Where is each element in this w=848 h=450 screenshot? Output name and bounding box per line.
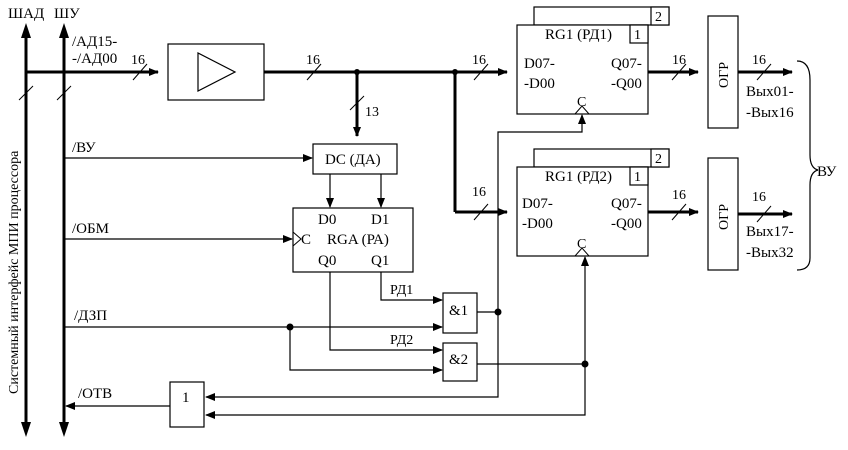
rd2-title: RG1 (РД2)	[545, 169, 612, 185]
rd1-input-1: D07-	[524, 56, 555, 72]
shu-bus-bottom-arrow	[59, 422, 69, 437]
ad-in-slash	[132, 63, 148, 81]
shu-bus-top-arrow	[59, 23, 69, 38]
system-buses	[18, 23, 72, 437]
or-gate	[169, 381, 205, 428]
rg2-in-width: 16	[472, 185, 486, 200]
signal-vu-label: /ВУ	[72, 140, 96, 156]
rd2-input-2: -D00	[522, 216, 553, 232]
rd1-badge-front: 1	[634, 28, 641, 43]
output-bottom-2: -Вых32	[746, 245, 794, 261]
output-top-2: -Вых16	[746, 105, 794, 121]
output-top-1: Вых01-	[746, 84, 794, 100]
ogr-top-label: ОГР	[717, 62, 732, 88]
wire-label-rd2: РД2	[390, 333, 413, 348]
shad-bus-label: ШАД	[8, 6, 44, 22]
shad-bus-bottom-arrow	[21, 422, 31, 437]
decoder-dc	[312, 143, 398, 175]
register-rd1	[516, 6, 670, 115]
shad-bus-top-arrow	[21, 23, 31, 38]
ogr2-out-width: 16	[752, 190, 766, 205]
rd1-output-1: Q07-	[611, 56, 642, 72]
bus-buffer-amplifier	[167, 43, 265, 101]
register-output-buses	[648, 63, 699, 221]
wire-label-rd1: РД1	[390, 283, 413, 298]
rd2-clock-label: C	[577, 237, 586, 252]
rd2-badge-front: 1	[634, 170, 641, 185]
rd1-clock-triangle-icon	[574, 105, 590, 115]
rga-d1: D1	[371, 212, 389, 228]
rd1-badge-back: 2	[655, 10, 662, 25]
ad-signal-label-1: /АД15-	[72, 34, 117, 50]
decoder-label: DC (ДА)	[325, 152, 381, 168]
dc-in-width: 13	[365, 105, 379, 120]
vu-group-brace	[796, 60, 819, 271]
rd1-out-width: 16	[672, 53, 686, 68]
dc-in-slash	[349, 95, 365, 111]
shu-bus-label: ШУ	[54, 6, 80, 22]
rd2-output-1: Q07-	[611, 196, 642, 212]
rd1-input-2: -D00	[524, 76, 555, 92]
rd1-output-2: -Q00	[611, 76, 642, 92]
register-rga	[292, 207, 414, 273]
rd2-out-width: 16	[672, 188, 686, 203]
ad-signal-label-2: -/АД00	[72, 51, 117, 67]
rga-d0: D0	[318, 212, 336, 228]
device-output-buses	[738, 60, 819, 271]
rg1-in-width: 16	[472, 53, 486, 68]
rga-name: RGA (РА)	[327, 232, 389, 248]
rd1-title: RG1 (РД1)	[545, 27, 612, 43]
signal-dzp-label: /ДЗП	[74, 308, 107, 324]
rd1-clock-label: C	[577, 95, 586, 110]
rga-q0: Q0	[318, 253, 336, 269]
amplifier-triangle-icon	[197, 52, 237, 92]
rg1-in-slash	[473, 63, 489, 81]
and-gate-2	[442, 342, 478, 382]
system-interface-caption: Системный интерфейс МПИ процессора	[7, 150, 22, 394]
or-gate-label: 1	[182, 390, 190, 406]
ogr-bottom-label: ОГР	[717, 204, 732, 230]
signal-obm-label: /ОБМ	[72, 221, 109, 237]
main-data-bus	[26, 63, 508, 221]
rd2-badge-back: 2	[655, 152, 662, 167]
shu-bus-slash	[56, 85, 72, 101]
rg2-in-slash	[473, 203, 489, 221]
rga-clock-label: C	[301, 232, 311, 248]
ogr-block-top	[707, 15, 739, 129]
signal-otv-label: /ОТВ	[78, 386, 112, 402]
output-bottom-1: Вых17-	[746, 224, 794, 240]
control-lines	[64, 114, 589, 419]
and-gate-1-label: &1	[449, 303, 468, 319]
ogr1-out-width: 16	[752, 53, 766, 68]
rga-clock-triangle-icon	[292, 231, 302, 247]
rd2-input-1: D07-	[522, 196, 553, 212]
buffer-out-slash	[306, 63, 322, 81]
dc-to-rga-lines	[326, 174, 385, 208]
and-gate-2-label: &2	[449, 352, 468, 368]
shad-bus-slash	[18, 85, 34, 101]
rd2-output-2: -Q00	[611, 216, 642, 232]
rd2-clock-triangle-icon	[574, 247, 590, 257]
buffer-out-width: 16	[306, 53, 320, 68]
and-gate-1	[442, 292, 478, 334]
vu-group-label: ВУ	[817, 164, 837, 180]
rga-q1: Q1	[371, 253, 389, 269]
ogr-block-bottom	[707, 157, 739, 271]
ad-in-width: 16	[131, 53, 145, 68]
